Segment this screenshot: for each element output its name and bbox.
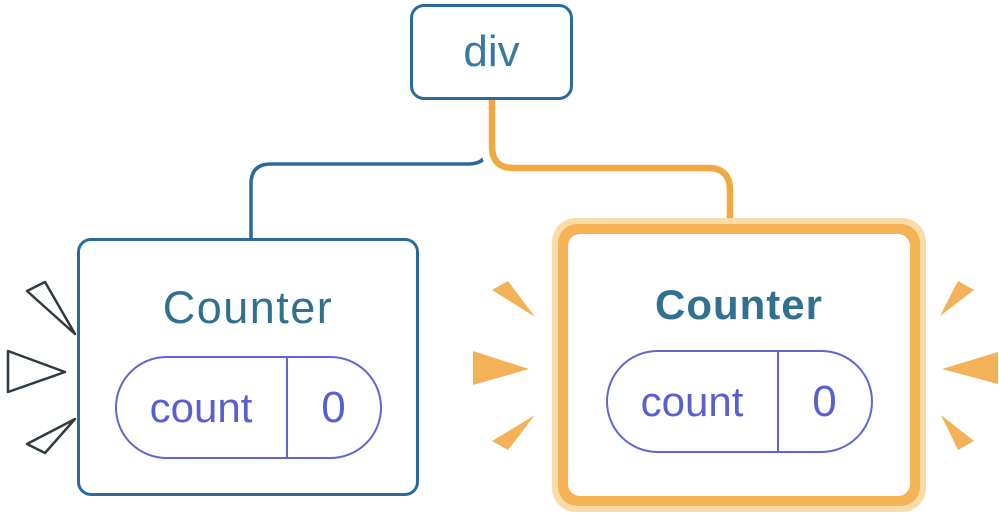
counter-title-right: Counter — [655, 281, 823, 328]
spark-icon-right-card-left-top — [492, 281, 535, 317]
spark-icon-right-card-right-top — [940, 281, 974, 316]
counter-card-right-highlight-outer: Counter count 0 — [552, 218, 926, 512]
spark-icon-left-middle — [6, 349, 67, 394]
spark-icon-left-bottom — [25, 417, 77, 455]
counter-card-left: Counter count 0 — [77, 238, 419, 496]
state-value-left: 0 — [285, 358, 380, 457]
counter-card-right: Counter count 0 — [568, 234, 910, 496]
spark-icon-right-card-right-bottom — [941, 415, 974, 450]
div-node-label: div — [463, 27, 520, 76]
spark-icon-left-top — [25, 280, 77, 336]
spark-icon-right-card-left-bottom — [492, 415, 535, 450]
counter-title-left: Counter — [162, 282, 334, 333]
edge-div-to-right-counter — [488, 97, 734, 232]
state-pill-left: count 0 — [114, 356, 382, 459]
state-key-left: count — [149, 383, 253, 431]
state-pill-right: count 0 — [605, 350, 873, 453]
edge-div-to-left-counter — [249, 100, 490, 242]
div-node: div — [410, 4, 573, 100]
state-value-right: 0 — [776, 352, 871, 451]
spark-icon-right-card-left-middle — [473, 351, 529, 385]
spark-icon-right-card-right-middle — [942, 352, 998, 384]
state-key-right: count — [640, 377, 744, 425]
edge-div-to-right-counter-casing — [481, 97, 741, 232]
counter-card-right-highlight-inner: Counter count 0 — [558, 224, 920, 506]
